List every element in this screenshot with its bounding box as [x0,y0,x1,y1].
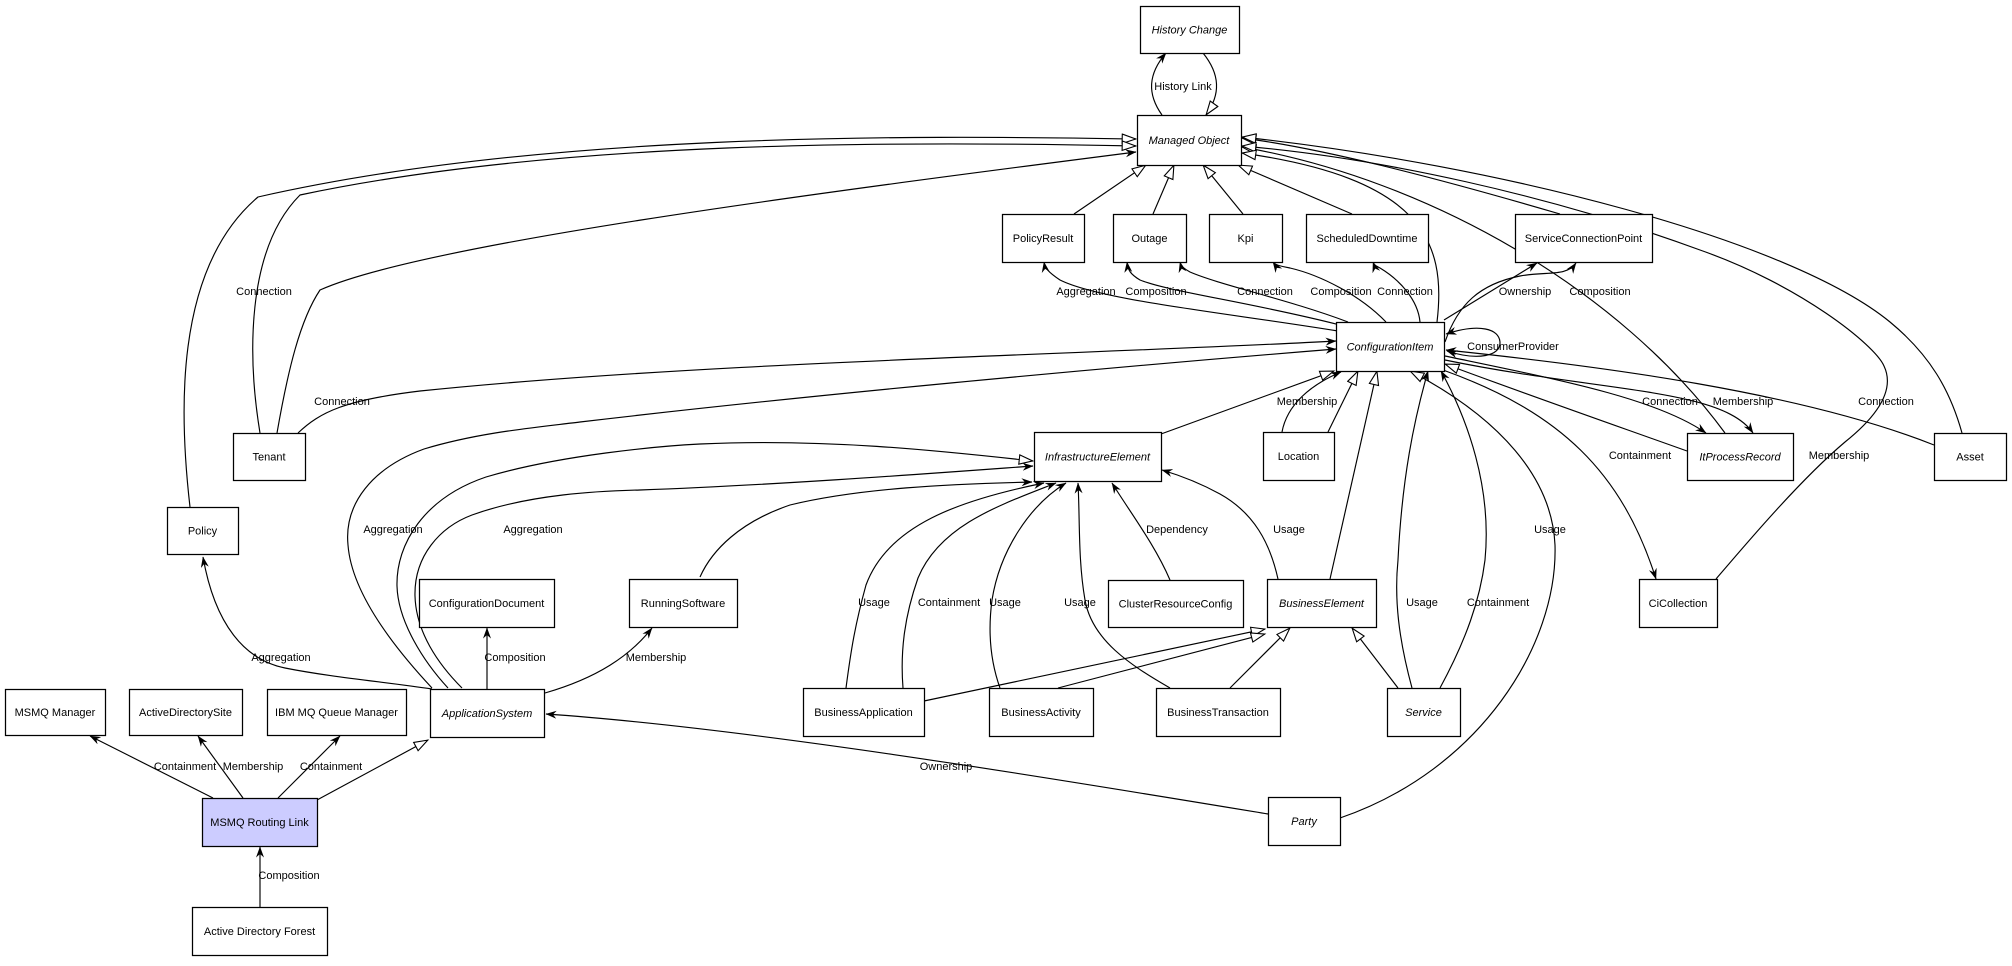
svg-text:Aggregation: Aggregation [251,652,310,664]
svg-text:Asset: Asset [1956,452,1984,464]
svg-text:Membership: Membership [1713,396,1774,408]
svg-text:Connection: Connection [1642,396,1698,408]
svg-text:Containment: Containment [300,761,362,773]
svg-text:Containment: Containment [1609,450,1671,462]
svg-text:History Link: History Link [1154,81,1212,93]
svg-text:Location: Location [1278,451,1320,463]
svg-text:Containment: Containment [1467,597,1529,609]
svg-text:ScheduledDowntime: ScheduledDowntime [1317,233,1418,245]
svg-text:Ownership: Ownership [920,761,973,773]
svg-text:CiCollection: CiCollection [1649,598,1708,610]
svg-text:ConfigurationDocument: ConfigurationDocument [429,598,545,610]
svg-text:Tenant: Tenant [252,452,285,464]
svg-text:InfrastructureElement: InfrastructureElement [1045,452,1151,464]
svg-text:Composition: Composition [1125,286,1186,298]
svg-text:Usage: Usage [1534,524,1566,536]
svg-text:Usage: Usage [1406,597,1438,609]
svg-text:ConsumerProvider: ConsumerProvider [1467,341,1559,353]
svg-text:Composition: Composition [1310,286,1371,298]
svg-text:Aggregation: Aggregation [503,524,562,536]
svg-text:PolicyResult: PolicyResult [1013,233,1074,245]
svg-text:Membership: Membership [626,652,687,664]
svg-text:MSMQ Manager: MSMQ Manager [15,707,96,719]
svg-text:BusinessActivity: BusinessActivity [1001,707,1081,719]
svg-text:Managed Object: Managed Object [1149,135,1231,147]
svg-text:RunningSoftware: RunningSoftware [641,598,725,610]
svg-text:Composition: Composition [1569,286,1630,298]
svg-text:Usage: Usage [989,597,1021,609]
svg-text:Service: Service [1405,707,1442,719]
svg-text:Party: Party [1291,816,1318,828]
svg-text:BusinessApplication: BusinessApplication [814,707,912,719]
svg-text:ConfigurationItem: ConfigurationItem [1347,342,1434,354]
svg-text:Containment: Containment [154,761,216,773]
svg-text:ServiceConnectionPoint: ServiceConnectionPoint [1525,233,1642,245]
svg-text:Ownership: Ownership [1499,286,1552,298]
svg-text:Usage: Usage [1064,597,1096,609]
svg-text:Connection: Connection [1237,286,1293,298]
svg-text:Aggregation: Aggregation [1056,286,1115,298]
svg-text:ApplicationSystem: ApplicationSystem [441,708,533,720]
svg-text:Connection: Connection [1858,396,1914,408]
svg-text:Aggregation: Aggregation [363,524,422,536]
svg-text:Composition: Composition [484,652,545,664]
svg-text:Connection: Connection [314,396,370,408]
svg-text:Connection: Connection [1377,286,1433,298]
svg-text:Containment: Containment [918,597,980,609]
svg-text:Composition: Composition [258,870,319,882]
svg-text:Connection: Connection [236,286,292,298]
svg-text:ItProcessRecord: ItProcessRecord [1699,452,1781,464]
svg-text:ClusterResourceConfig: ClusterResourceConfig [1119,599,1233,611]
svg-text:History Change: History Change [1152,25,1228,37]
svg-text:MSMQ Routing Link: MSMQ Routing Link [210,817,309,829]
svg-text:ActiveDirectorySite: ActiveDirectorySite [139,707,232,719]
svg-text:BusinessTransaction: BusinessTransaction [1167,707,1269,719]
svg-text:Outage: Outage [1131,233,1167,245]
svg-text:IBM MQ Queue Manager: IBM MQ Queue Manager [275,707,398,719]
svg-text:Dependency: Dependency [1146,524,1208,536]
svg-text:Membership: Membership [1277,396,1338,408]
svg-text:Membership: Membership [223,761,284,773]
svg-text:Policy: Policy [188,526,218,538]
svg-text:Kpi: Kpi [1238,233,1254,245]
svg-text:Usage: Usage [858,597,890,609]
svg-text:Usage: Usage [1273,524,1305,536]
svg-text:Membership: Membership [1809,450,1870,462]
svg-text:BusinessElement: BusinessElement [1279,598,1365,610]
svg-text:Active Directory Forest: Active Directory Forest [204,926,315,938]
